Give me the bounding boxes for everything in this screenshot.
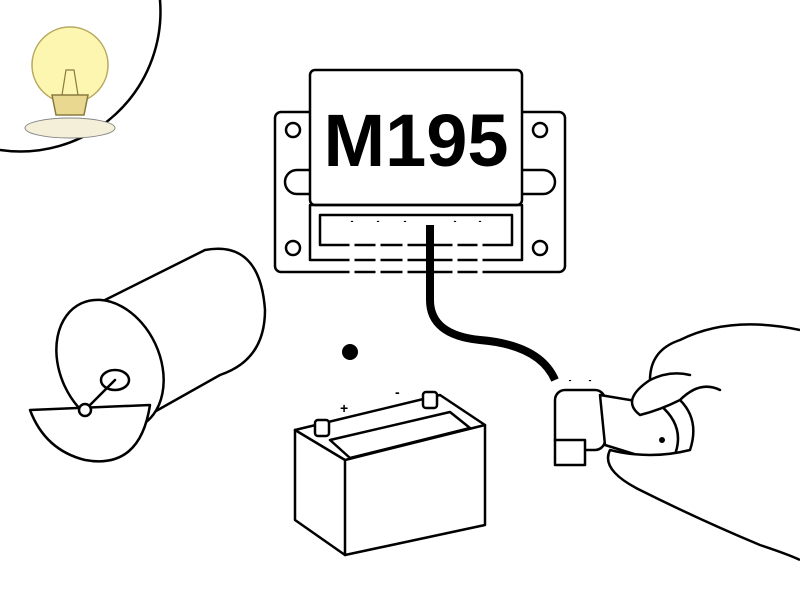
- electric-motor: [28, 247, 267, 463]
- battery: + -: [293, 384, 487, 557]
- m195-module: M195: [273, 68, 567, 274]
- battery-plus-label: +: [340, 400, 348, 416]
- light-bulb-icon: [31, 26, 109, 104]
- wires: [228, 220, 593, 422]
- light-bulb-inset: [0, 0, 162, 153]
- module-label: M195: [323, 99, 508, 182]
- battery-minus-label: -: [395, 384, 400, 400]
- hand: [606, 323, 800, 562]
- fan-blade: [28, 403, 152, 463]
- wire-junction: [342, 344, 358, 360]
